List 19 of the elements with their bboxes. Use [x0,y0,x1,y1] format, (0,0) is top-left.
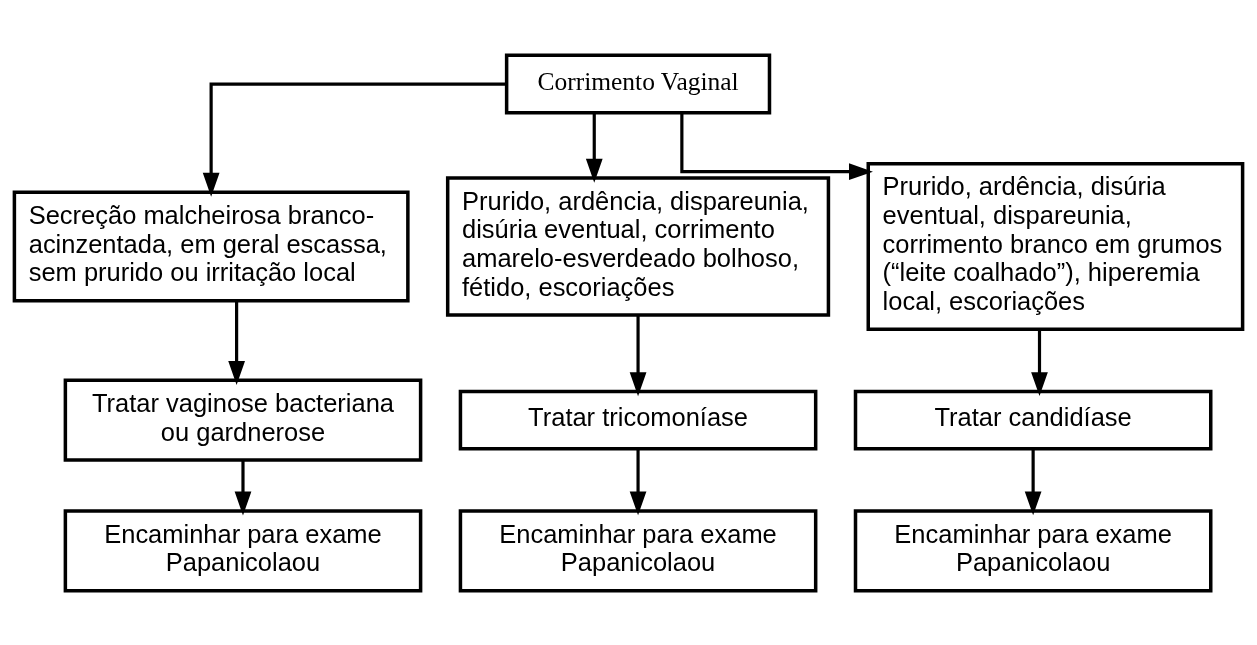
arrow [1024,448,1042,515]
node-box: Prurido, ardência, dispareunia, disúria eventual, corrimento amarelo-esverdeado bolhoso, fétido, escoriações [445,175,831,317]
node-box: Tratar vaginose bacteriana ou gardnerose [63,378,423,462]
arrow [629,448,647,515]
node-box: Secreção malcheirosa branco-acinzentada, em geral escassa, sem prurido ou irritação local [12,190,410,302]
arrow [1031,329,1048,396]
node-box: Encaminhar para exame Papanicolaou [63,508,423,592]
node-box: Encaminhar para exame Papanicolaou [853,508,1213,592]
arrow [234,459,252,515]
arrow [680,112,873,180]
node-box: Tratar candidíase [853,389,1213,451]
arrow [202,81,507,197]
node-box: Encaminhar para exame Papanicolaou [458,508,818,592]
node-box: Corrimento Vaginal [504,53,772,114]
arrow [585,112,603,183]
arrow [629,314,647,396]
arrow [228,300,245,385]
node-box: Tratar tricomoníase [458,389,818,451]
node-box: Prurido, ardência, disúria eventual, dispareunia, corrimento branco em grumos (“leite coalhado”), hiperemia local, escoriações [866,161,1245,331]
